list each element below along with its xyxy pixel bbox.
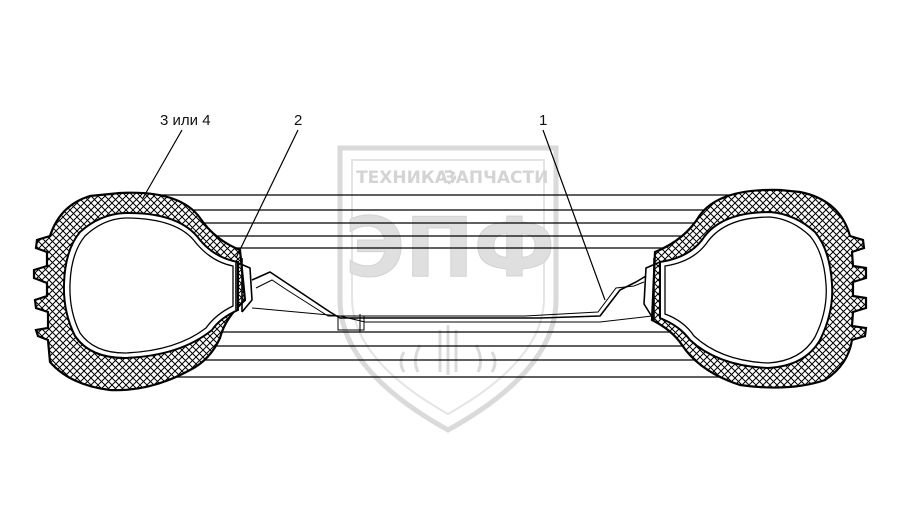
leader-lines — [142, 129, 606, 301]
gear-icon — [441, 169, 457, 185]
rim-left-flange — [235, 258, 253, 313]
rim-right-flange — [643, 258, 661, 321]
rim-hub-line — [251, 307, 653, 323]
left-tyre-cavity — [62, 211, 239, 360]
callout-part-3-or-4: 3 или 4 — [160, 112, 211, 129]
right-tyre-section — [650, 188, 868, 389]
leader-part-1 — [542, 129, 606, 301]
watermark-brand-left: ТЕХНИКА — [356, 168, 449, 188]
rim-disc-inner — [255, 279, 645, 317]
wheat-emblem-icon — [399, 325, 497, 375]
left-tyre-section — [32, 191, 247, 392]
right-tyre-cavity — [659, 210, 834, 370]
callout-part-2: 2 — [294, 112, 302, 129]
leader-part-2 — [235, 129, 299, 259]
watermark: ТЕХНИКА ЗАПЧАСТИ ЭПФ — [337, 145, 559, 433]
watermark-shield-outline — [337, 145, 559, 433]
watermark-brand-right: ЗАПЧАСТИ — [444, 168, 549, 188]
callout-part-1: 1 — [539, 112, 547, 129]
tread-lines — [150, 194, 770, 378]
right-tyre-inner-liner — [664, 216, 827, 364]
rim-valve-block — [337, 315, 365, 331]
rim-disc-profile — [251, 271, 647, 319]
leader-part-3-or-4 — [142, 129, 183, 199]
left-tyre-inner-liner — [69, 217, 234, 354]
rim-assembly — [235, 258, 661, 332]
